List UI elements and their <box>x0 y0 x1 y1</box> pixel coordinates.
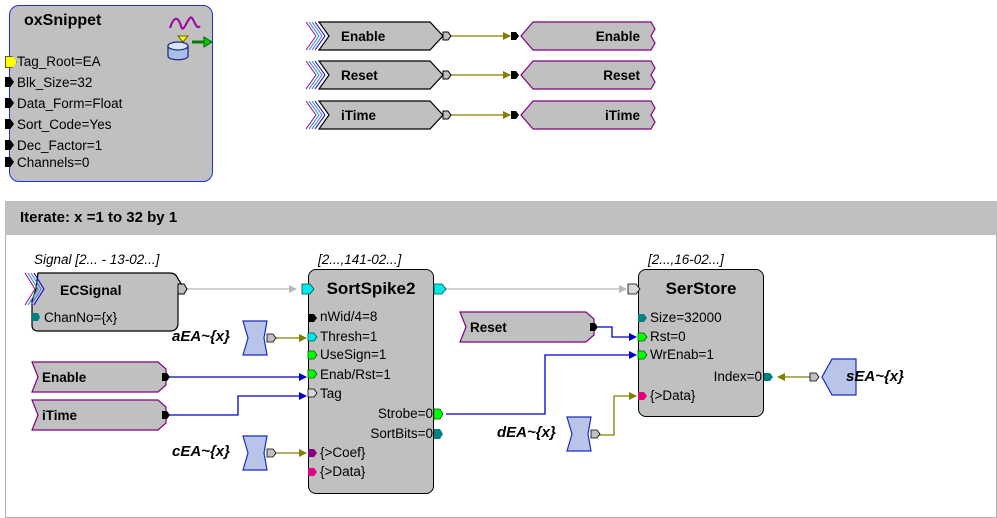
wire-dea-data <box>598 392 637 436</box>
snippet-param-sortcode: Sort_Code=Yes <box>17 117 112 132</box>
ecsignal-header: Signal [2... - 13-02...] <box>34 252 160 267</box>
snippet-port-channels[interactable] <box>5 157 14 167</box>
tag-source-itime[interactable]: iTime <box>305 100 455 130</box>
sortspike-output-sortbits: SortBits=0 <box>370 426 433 441</box>
var-cea-block[interactable] <box>242 435 282 471</box>
tag-source-enable-label: Enable <box>341 29 386 44</box>
tag-itime-left[interactable]: iTime <box>30 399 172 431</box>
tag-enable-left-label: Enable <box>42 370 87 385</box>
tag-target-enable-label: Enable <box>596 29 641 44</box>
snippet-port-dataform[interactable] <box>5 98 14 108</box>
tag-source-reset-label: Reset <box>341 68 378 83</box>
tag-target-itime[interactable]: iTime <box>509 100 659 130</box>
wire-strobe-wrenab <box>446 351 637 415</box>
tag-target-reset[interactable]: Reset <box>509 60 659 90</box>
tag-source-enable[interactable]: Enable <box>305 21 455 51</box>
tag-source-itime-label: iTime <box>341 108 377 123</box>
serstore-input-data: {>Data} <box>650 388 696 403</box>
snippet-param-decfactor: Dec_Factor=1 <box>17 138 103 153</box>
snippet-port-blksize[interactable] <box>5 77 14 87</box>
sortspike-input-enabrst: Enab/Rst=1 <box>320 367 391 382</box>
wire-reset-rst <box>598 326 637 341</box>
var-dea-label: dEA~{x} <box>497 424 556 441</box>
sortspike-ports <box>301 283 447 476</box>
serstore-input-size: Size=32000 <box>650 310 722 325</box>
tag-enable-left[interactable]: Enable <box>30 361 172 393</box>
tag-reset-mid[interactable]: Reset <box>458 311 600 343</box>
ecsignal-title: ECSignal <box>60 282 122 298</box>
var-aea-label: aEA~{x} <box>172 328 230 345</box>
serstore-component[interactable] <box>638 269 764 417</box>
sortspike-input-nwid: nWid/4=8 <box>320 309 378 324</box>
snippet-port-tagroot[interactable] <box>5 56 17 68</box>
sortspike-title: SortSpike2 <box>326 279 416 298</box>
iterate-label: Iterate: x =1 to 32 by 1 <box>20 209 178 226</box>
tag-source-reset[interactable]: Reset <box>305 60 455 90</box>
snippet-param-channels: Channels=0 <box>17 155 90 170</box>
snippet-param-tagroot: Tag_Root=EA <box>17 54 101 69</box>
sortspike-header: [2...,141-02...] <box>318 252 402 267</box>
oxsnippet-component[interactable] <box>9 5 213 182</box>
sortspike-input-usesign: UseSign=1 <box>320 347 387 362</box>
serstore-title: SerStore <box>665 279 737 298</box>
tag-target-reset-label: Reset <box>603 68 640 83</box>
snippet-param-blksize: Blk_Size=32 <box>17 75 93 90</box>
var-dea-block[interactable] <box>566 416 606 452</box>
tag-target-itime-label: iTime <box>605 108 641 123</box>
sortspike-output-strobe: Strobe=0 <box>377 406 433 421</box>
database-icon <box>167 16 213 61</box>
snippet-param-dataform: Data_Form=Float <box>17 96 123 111</box>
sortspike-input-coef: {>Coef} <box>320 445 366 460</box>
serstore-input-rst: Rst=0 <box>650 329 686 344</box>
tag-itime-left-label: iTime <box>42 408 78 423</box>
tag-target-enable[interactable]: Enable <box>509 21 659 51</box>
sortspike-input-thresh: Thresh=1 <box>320 329 378 344</box>
var-cea-label: cEA~{x} <box>172 443 230 460</box>
var-sea-label: sEA~{x} <box>846 368 904 385</box>
wire-itime-tag <box>168 392 307 416</box>
var-sea-block[interactable] <box>808 358 860 396</box>
serstore-header: [2...,16-02...] <box>648 252 724 267</box>
snippet-port-decfactor[interactable] <box>5 140 14 150</box>
tag-reset-mid-label: Reset <box>470 320 507 335</box>
oxsnippet-title: oxSnippet <box>24 12 102 29</box>
snippet-port-sortcode[interactable] <box>5 119 14 129</box>
serstore-input-wrenab: WrEnab=1 <box>650 347 714 362</box>
serstore-output-index: Index=0 <box>713 369 762 384</box>
sortspike-input-data: {>Data} <box>320 464 366 479</box>
var-aea-block[interactable] <box>242 320 282 356</box>
ecsignal-component[interactable] <box>24 271 196 333</box>
sortspike-input-tag: Tag <box>320 386 342 401</box>
sortspike-component[interactable] <box>308 269 434 494</box>
ecsignal-param: ChanNo={x} <box>44 310 118 325</box>
serstore-ports <box>627 283 773 400</box>
iterate-header-bar[interactable] <box>5 201 997 235</box>
